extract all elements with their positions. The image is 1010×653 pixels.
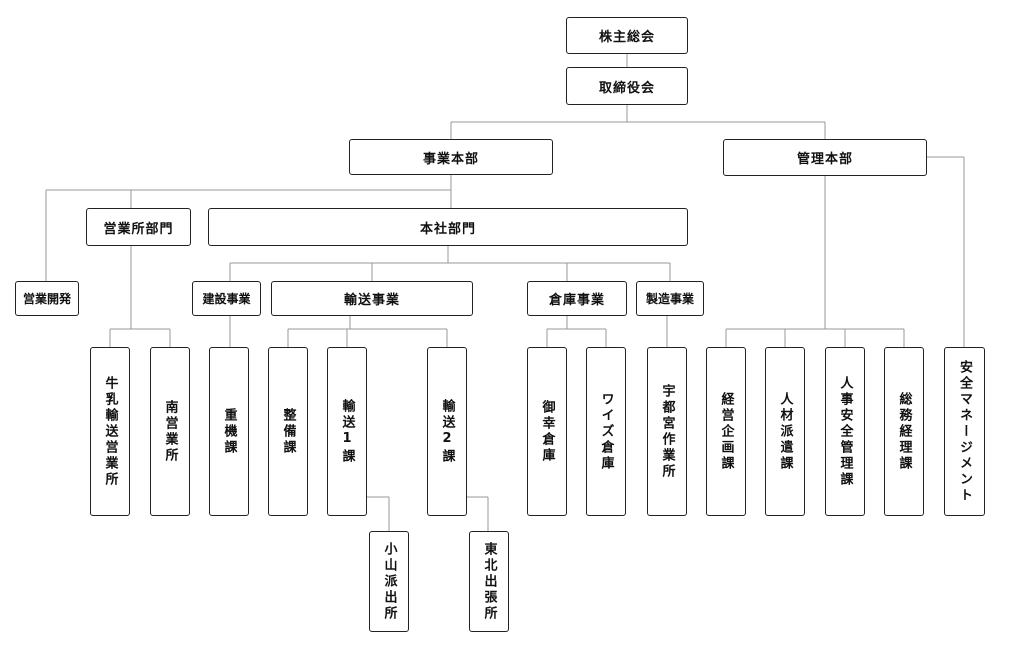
admin-division-box: 管理本部	[723, 139, 927, 176]
warehouse-business-label: 倉庫事業	[548, 293, 605, 308]
warehouse-business-box: 倉庫事業	[527, 281, 627, 316]
admin-division-label: 管理本部	[796, 152, 853, 167]
management-planning-box: 経営企画課	[706, 347, 746, 516]
shareholders-meeting-box: 株主総会	[566, 17, 688, 54]
head-office-dept-box: 本社部門	[208, 208, 688, 246]
transport-2-section-label: 輸送2課	[439, 398, 455, 465]
mi-warehouse-label: 御幸倉庫	[539, 399, 555, 464]
minami-office-box: 南営業所	[150, 347, 190, 516]
hr-safety-section-box: 人事安全管理課	[825, 347, 865, 516]
safety-management-box: 安全マネージメント	[944, 347, 985, 516]
sales-development-box: 営業開発	[15, 281, 79, 316]
business-division-label: 事業本部	[422, 151, 479, 167]
heavy-machinery-section-label: 重機課	[221, 407, 237, 456]
management-planning-label: 経営企画課	[718, 391, 734, 472]
transport-business-box: 輸送事業	[271, 281, 473, 316]
general-affairs-section-box: 総務経理課	[884, 347, 924, 516]
maintenance-section-label: 整備課	[280, 407, 296, 456]
mi-warehouse-box: 御幸倉庫	[527, 347, 567, 516]
sales-offices-dept-label: 営業所部門	[103, 221, 174, 237]
transport-1-section-box: 輸送1課	[327, 347, 367, 516]
transport-2-section-box: 輸送2課	[427, 347, 467, 516]
transport-business-label: 輸送事業	[343, 293, 400, 308]
wise-warehouse-box: ワイズ倉庫	[586, 347, 626, 516]
sales-offices-dept-box: 営業所部門	[86, 208, 191, 246]
wise-warehouse-label: ワイズ倉庫	[598, 391, 614, 472]
utsunomiya-factory-label: 宇都宮作業所	[659, 383, 675, 480]
utsunomiya-factory-box: 宇都宮作業所	[647, 347, 687, 516]
milk-transport-office-box: 牛乳輸送営業所	[90, 347, 130, 516]
construction-business-box: 建設事業	[192, 281, 261, 316]
business-division-box: 事業本部	[349, 139, 553, 175]
maintenance-section-box: 整備課	[268, 347, 308, 516]
koyama-branch-label: 小山派出所	[381, 541, 397, 622]
staffing-section-box: 人材派遣課	[765, 347, 805, 516]
shareholders-meeting-label: 株主総会	[598, 30, 655, 45]
heavy-machinery-section-box: 重機課	[209, 347, 249, 516]
board-label: 取締役会	[598, 80, 655, 96]
milk-transport-office-label: 牛乳輸送営業所	[102, 375, 118, 488]
tohoku-branch-box: 東北出張所	[469, 531, 509, 632]
minami-office-label: 南営業所	[162, 399, 178, 464]
transport-1-section-label: 輸送1課	[339, 398, 355, 465]
general-affairs-section-label: 総務経理課	[896, 391, 912, 472]
tohoku-branch-label: 東北出張所	[481, 541, 497, 622]
hr-safety-section-label: 人事安全管理課	[837, 375, 853, 488]
koyama-branch-box: 小山派出所	[369, 531, 409, 632]
manufacturing-business-label: 製造事業	[645, 292, 694, 306]
staffing-section-label: 人材派遣課	[777, 391, 793, 472]
manufacturing-business-box: 製造事業	[636, 281, 704, 316]
board-box: 取締役会	[566, 67, 688, 105]
construction-business-label: 建設事業	[202, 292, 251, 306]
safety-management-label: 安全マネージメント	[957, 359, 972, 504]
sales-development-label: 営業開発	[22, 292, 71, 306]
head-office-dept-label: 本社部門	[419, 221, 476, 237]
